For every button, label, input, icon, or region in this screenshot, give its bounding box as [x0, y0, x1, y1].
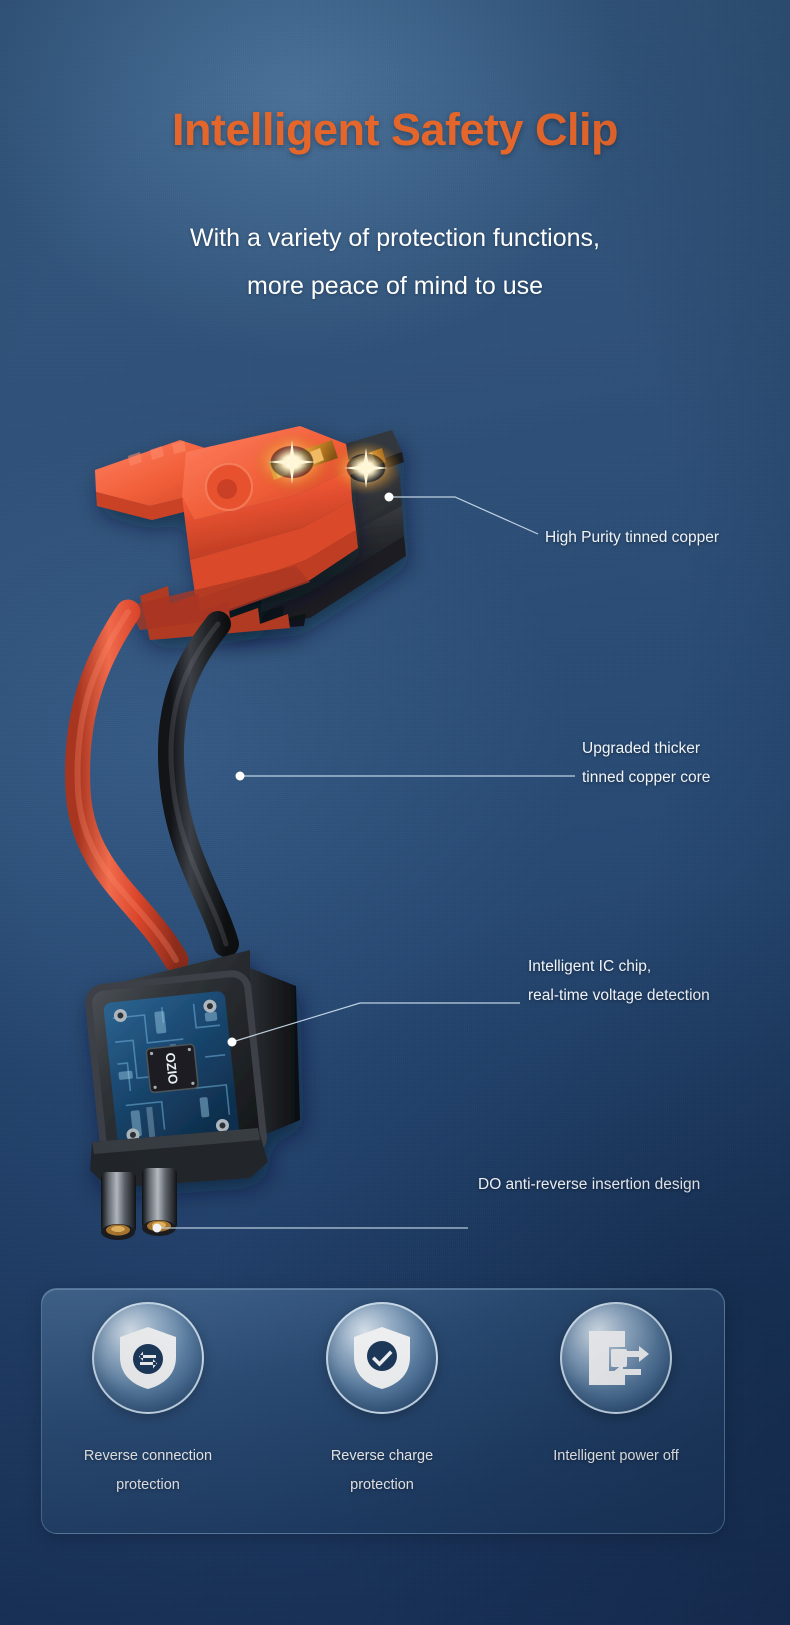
page-subtitle: With a variety of protection functions, … [0, 214, 790, 310]
shield-bidirectional-arrows-icon [92, 1302, 204, 1414]
page-title: Intelligent Safety Clip [171, 104, 619, 155]
black-cable [158, 611, 239, 957]
callout-label-upgraded-thicker-tinned-copper-core: Upgraded thicker tinned copper core [582, 734, 710, 792]
callout-2-line-2: tinned copper core [582, 769, 711, 786]
feature-3-line-1: Intelligent power off [553, 1448, 679, 1464]
feature-label: Reverse charge protection [331, 1442, 433, 1500]
callout-label-high-purity-tinned-copper: High Purity tinned copper [545, 523, 719, 552]
callout-3-line-1: Intelligent IC chip, [528, 958, 652, 975]
feature-intelligent-power-off: Intelligent power off [518, 1302, 714, 1471]
callout-1-line-1: High Purity tinned copper [545, 529, 720, 546]
feature-reverse-charge-protection: Reverse charge protection [284, 1302, 480, 1500]
callout-4-line-1: DO anti-reverse insertion design [478, 1176, 701, 1193]
product-illustration: OZIO [65, 426, 406, 1240]
device-power-exchange-icon [560, 1302, 672, 1414]
feature-2-line-2: protection [350, 1477, 414, 1493]
connector-plugs [101, 1168, 177, 1240]
red-cable [65, 599, 189, 973]
callout-label-intelligent-ic-chip: Intelligent IC chip, real-time voltage d… [528, 952, 710, 1010]
callout-label-do-anti-reverse-insertion-design: DO anti-reverse insertion design [478, 1170, 700, 1199]
feature-2-line-1: Reverse charge [330, 1448, 434, 1464]
shield-check-icon [326, 1302, 438, 1414]
feature-label: Reverse connection protection [84, 1442, 212, 1500]
plug-left [101, 1172, 136, 1240]
callout-3-line-2: real-time voltage detection [528, 987, 710, 1004]
feature-1-line-2: protection [116, 1477, 180, 1493]
chip-brand-label: OZIO [163, 1052, 181, 1085]
black-cable-highlight [168, 621, 229, 947]
red-cable-highlight [74, 609, 179, 963]
control-box: OZIO [85, 950, 300, 1188]
feature-list: Reverse connection protection Reverse ch… [41, 1288, 723, 1532]
spark-glow [252, 432, 402, 495]
screw [113, 999, 229, 1142]
feature-label: Intelligent power off [553, 1442, 678, 1471]
subtitle-line-1: With a variety of protection functions, [190, 224, 600, 252]
feature-reverse-connection-protection: Reverse connection protection [50, 1302, 246, 1500]
plug-right [142, 1168, 177, 1236]
callout-2-line-1: Upgraded thicker [582, 740, 701, 757]
subtitle-line-2: more peace of mind to use [247, 272, 543, 300]
feature-1-line-1: Reverse connection [83, 1448, 213, 1464]
